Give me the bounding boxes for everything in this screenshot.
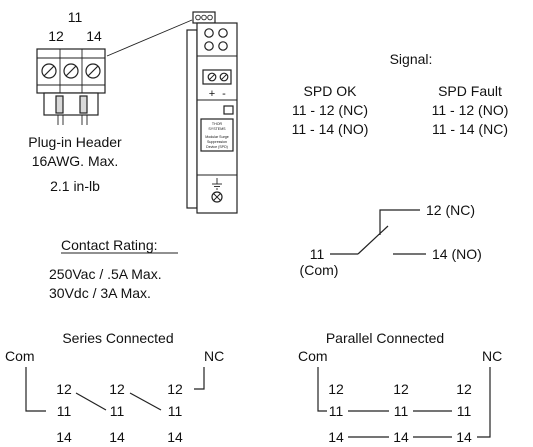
- contact-rating-dc: 30Vdc / 3A Max.: [49, 285, 151, 301]
- series-nc-label: NC: [204, 348, 224, 364]
- plug-in-header: 11 12 14 Plug-in Header 16AWG. Max.: [28, 9, 122, 194]
- series-term-14-a: 14: [56, 429, 72, 445]
- parallel-com-label: Com: [298, 348, 328, 364]
- parallel-term-14-b: 14: [393, 429, 409, 445]
- device-desc-1: Modular Surge: [205, 135, 229, 139]
- device-brand-1: THOR: [212, 122, 223, 126]
- series-term-11-c: 11: [168, 403, 183, 419]
- series-term-12-b: 12: [109, 381, 125, 397]
- series-term-11-b: 11: [110, 403, 125, 419]
- series-term-14-b: 14: [109, 429, 125, 445]
- switch-arm: [357, 225, 389, 255]
- series-term-11-a: 11: [57, 403, 72, 419]
- spd-ok-line-1: 11 - 12 (NC): [292, 102, 368, 118]
- device-label-plate: [200, 118, 234, 152]
- contact-rating-ac: 250Vac / .5A Max.: [49, 266, 162, 282]
- series-term-14-c: 14: [167, 429, 183, 445]
- series-term-12-a: 12: [56, 381, 72, 397]
- contact-rating: Contact Rating: 250Vac / .5A Max. 30Vdc …: [49, 237, 178, 301]
- header-terminal-12-label: 12: [48, 28, 64, 44]
- device-body: [196, 22, 238, 214]
- header-terminal-14-label: 14: [86, 28, 102, 44]
- spd-device: + - THOR SYSTEMS Modular Surge Suppressi…: [186, 11, 238, 214]
- device-top-connector: [192, 11, 216, 24]
- parallel-term-12-b: 12: [393, 381, 409, 397]
- parallel-term-11-a: 11: [329, 403, 344, 419]
- signal-table: Signal: SPD OK 11 - 12 (NC) 11 - 14 (NO)…: [292, 51, 509, 137]
- series-connected: Series Connected Com NC 12 12 12 11 11 1…: [5, 330, 224, 445]
- device-plus-label: +: [209, 88, 215, 100]
- nc-contact-line: [379, 209, 420, 235]
- parallel-connected: Parallel Connected Com NC 12 12 12 11 11…: [298, 330, 502, 445]
- contact-schematic: 12 (NC) 14 (NO) 11 (Com): [300, 202, 482, 278]
- device-desc-3: Device (SPD): [206, 145, 228, 149]
- header-caption-torque: 2.1 in-lb: [50, 178, 100, 194]
- header-leader-line: [106, 19, 193, 57]
- device-minus-label: -: [222, 88, 226, 100]
- parallel-nc-label: NC: [482, 348, 502, 364]
- series-title: Series Connected: [62, 330, 173, 346]
- parallel-term-14-c: 14: [456, 429, 472, 445]
- header-terminal-11-label: 11: [68, 9, 83, 25]
- device-desc-2: Suppression: [207, 140, 227, 144]
- parallel-term-11-b: 11: [394, 403, 409, 419]
- signal-title: Signal:: [390, 51, 433, 67]
- parallel-term-12-a: 12: [328, 381, 344, 397]
- common-terminal-label: 11: [310, 246, 325, 262]
- spd-fault-line-1: 11 - 12 (NO): [432, 102, 509, 118]
- spd-fault-line-2: 11 - 14 (NC): [432, 121, 508, 137]
- spd-ok-line-2: 11 - 14 (NO): [292, 121, 369, 137]
- series-com-label: Com: [5, 348, 35, 364]
- parallel-title: Parallel Connected: [326, 330, 444, 346]
- common-caption: (Com): [300, 262, 339, 278]
- contact-rating-title: Contact Rating:: [61, 237, 158, 253]
- parallel-term-11-c: 11: [457, 403, 472, 419]
- series-wiring: [25, 367, 205, 412]
- device-brand-2: SYSTEMS: [208, 127, 226, 131]
- parallel-term-12-c: 12: [456, 381, 472, 397]
- no-label: 14 (NO): [432, 246, 482, 262]
- spd-ok-title: SPD OK: [304, 83, 358, 99]
- nc-label: 12 (NC): [426, 202, 475, 218]
- spd-fault-title: SPD Fault: [438, 83, 502, 99]
- series-term-12-c: 12: [167, 381, 183, 397]
- header-caption-awg: 16AWG. Max.: [32, 153, 119, 169]
- ground-icon: [212, 178, 222, 190]
- parallel-wiring: [317, 367, 491, 438]
- parallel-term-14-a: 14: [328, 429, 344, 445]
- header-caption-title: Plug-in Header: [28, 134, 122, 150]
- header-block-drawing: [36, 48, 106, 125]
- status-indicator-window: [223, 105, 234, 115]
